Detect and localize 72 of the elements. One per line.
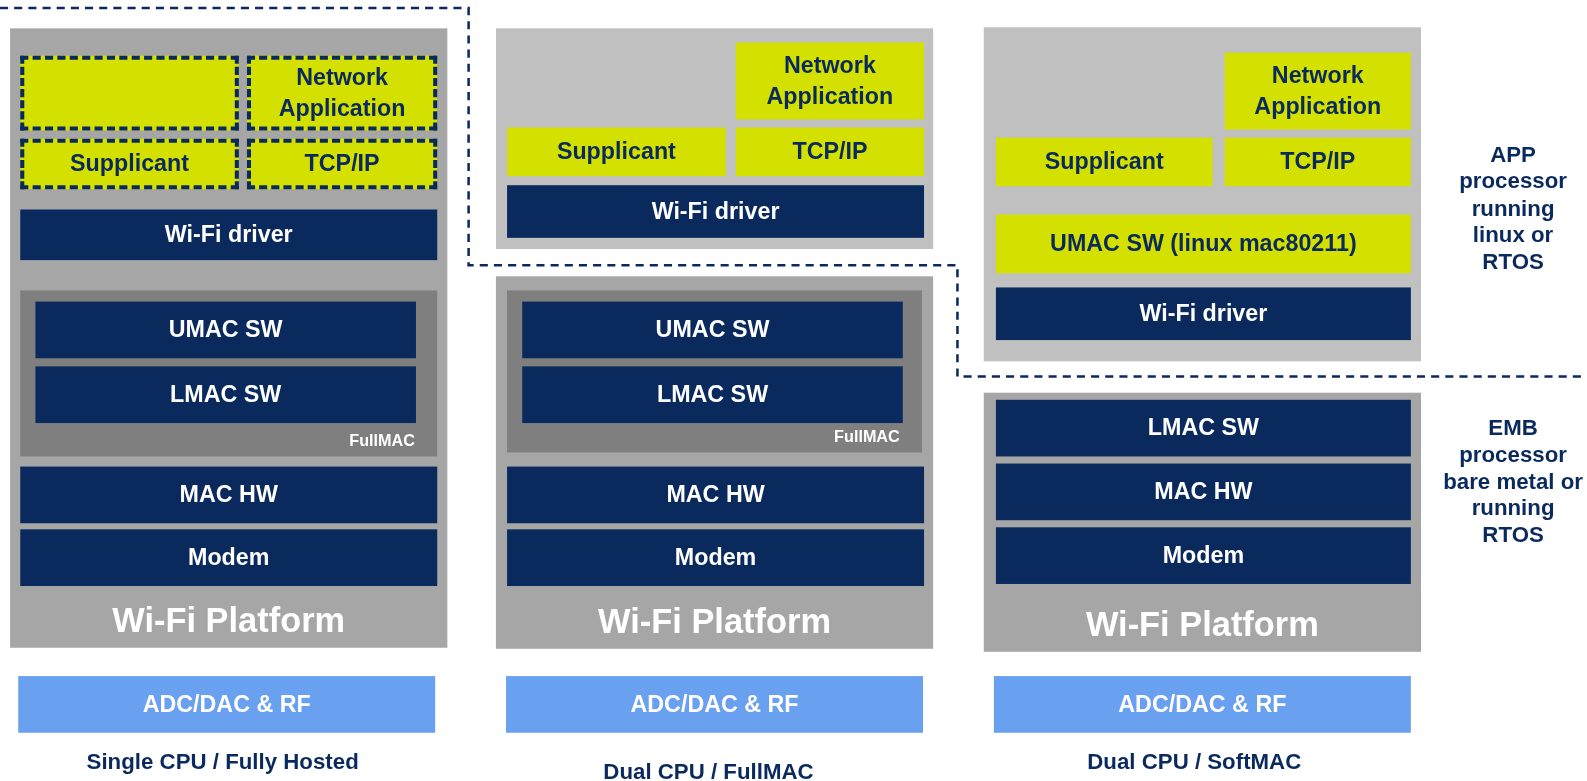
layer-box	[20, 209, 438, 261]
layer-label: Wi-Fi driver	[651, 196, 780, 227]
fullmac-label: FullMAC	[834, 428, 900, 447]
software-box	[735, 127, 925, 177]
software-box	[995, 214, 1411, 274]
layer-box	[995, 463, 1411, 521]
column-caption: Single CPU / Fully Hosted	[85, 748, 360, 776]
layer-label: LMAC SW	[1147, 413, 1259, 443]
layer-box	[20, 466, 438, 524]
software-box	[246, 55, 438, 131]
rf-label: ADC/DAC & RF	[1118, 689, 1287, 720]
software-box	[246, 138, 438, 190]
layer-label: MAC HW	[666, 480, 765, 510]
software-label: Network Application	[765, 50, 895, 112]
software-label: TCP/IP	[304, 149, 380, 179]
layer-box	[995, 287, 1411, 341]
column-caption: Dual CPU / FullMAC	[602, 759, 815, 781]
layer-box	[995, 399, 1411, 457]
layer-box	[35, 301, 416, 359]
platform-title: Wi-Fi Platform	[1084, 604, 1320, 644]
rf-box	[993, 676, 1411, 733]
layer-label: MAC HW	[1154, 477, 1253, 507]
platform-panel	[10, 28, 448, 648]
layer-box	[522, 366, 903, 424]
fullmac-label: FullMAC	[349, 432, 415, 451]
software-label: Network Application	[277, 62, 407, 124]
platform-panel	[495, 276, 934, 649]
software-box	[507, 127, 726, 177]
software-label: Supplicant	[70, 149, 190, 179]
layer-label: Modem	[674, 542, 757, 573]
layer-label: Modem	[188, 542, 270, 573]
layer-label: Wi-Fi driver	[164, 220, 293, 250]
layer-label: Modem	[1162, 540, 1245, 571]
layer-box	[995, 527, 1411, 584]
rf-box	[506, 676, 924, 733]
side-note: EMB processor bare metal or running RTOS	[1442, 414, 1584, 549]
layer-label: MAC HW	[179, 480, 278, 510]
software-box	[1224, 52, 1411, 130]
platform-panel	[983, 392, 1421, 652]
rf-box	[18, 676, 436, 733]
software-label: Network Application	[1253, 60, 1383, 122]
software-label: TCP/IP	[792, 137, 868, 167]
software-label: TCP/IP	[1280, 147, 1356, 177]
layer-box	[35, 366, 416, 424]
layer-box	[507, 466, 925, 524]
platform-title: Wi-Fi Platform	[111, 600, 347, 640]
empty-box	[20, 55, 239, 131]
platform-title: Wi-Fi Platform	[597, 601, 832, 641]
side-note: APP processor running linux or RTOS	[1458, 141, 1568, 276]
layer-label: UMAC SW	[168, 315, 283, 345]
software-box	[735, 42, 925, 120]
software-box	[20, 138, 239, 190]
column-caption: Dual CPU / SoftMAC	[1086, 748, 1303, 776]
empty-box	[495, 28, 934, 249]
rf-label: ADC/DAC & RF	[630, 689, 799, 720]
software-label: UMAC SW (linux mac80211)	[1050, 229, 1357, 259]
layer-box	[20, 529, 438, 586]
layer-box	[522, 301, 903, 359]
rf-label: ADC/DAC & RF	[142, 689, 311, 720]
layer-box	[507, 185, 925, 238]
software-box	[995, 137, 1213, 187]
layer-label: UMAC SW	[655, 315, 770, 345]
layer-label: LMAC SW	[656, 380, 769, 410]
layer-label: Wi-Fi driver	[1139, 299, 1268, 329]
fullmac-panel	[20, 290, 438, 457]
software-label: Supplicant	[556, 137, 676, 167]
layer-label: LMAC SW	[170, 380, 282, 410]
empty-box	[983, 27, 1421, 362]
fullmac-panel	[507, 290, 922, 453]
software-box	[1224, 137, 1411, 187]
layer-box	[507, 529, 925, 586]
software-label: Supplicant	[1044, 147, 1164, 177]
